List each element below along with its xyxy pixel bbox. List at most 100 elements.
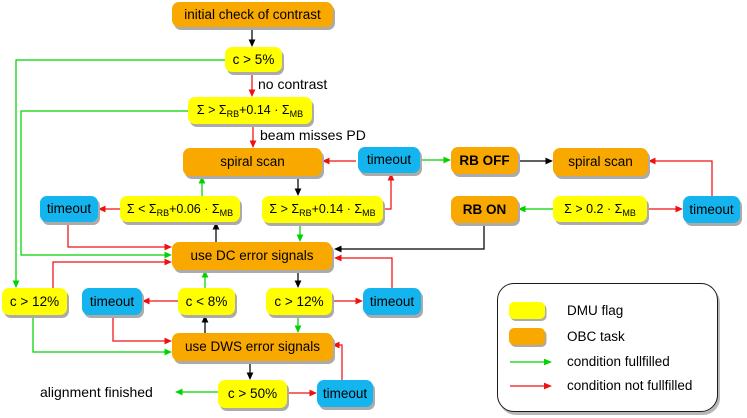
node-timeout-dc-right: timeout — [363, 288, 421, 315]
alignment-finished-label: alignment finished — [40, 384, 153, 400]
node-label-text: timeout — [89, 293, 135, 309]
edge-use-dws-to-c-lt-8 — [201, 315, 209, 333]
edge-timeout-spiral-2-to-spiral-2 — [648, 157, 713, 196]
node-label: Σ > 0.2 · ΣMB — [564, 201, 636, 218]
edge-sum-gt-rb014-a-to-spiral-1 — [249, 124, 257, 148]
edge-sum-lt-rb006-to-timeout-c-left — [98, 205, 120, 213]
edge-sum-gt-rb014-b-to-timeout-1 — [383, 173, 395, 210]
edge-sum-gt-02-to-rb-on — [518, 205, 553, 213]
arrowhead — [198, 176, 206, 184]
arrowhead — [309, 389, 317, 397]
node-label-text: Σ < Σ — [126, 201, 157, 216]
arrowhead — [648, 157, 656, 165]
arrowhead — [248, 39, 256, 47]
arrowhead — [164, 243, 172, 251]
node-rb-on: RB ON — [451, 196, 518, 223]
edge-use-dws-to-c-gt-50 — [246, 361, 254, 380]
node-timeout-dws-right: timeout — [317, 380, 373, 407]
edge-timeout-spiral-1-to-spiral-1 — [322, 157, 356, 165]
arrowhead — [201, 270, 209, 278]
node-use-dws: use DWS error signals — [172, 333, 333, 361]
arrowhead — [294, 325, 302, 333]
node-label-subscript: RB — [299, 208, 312, 219]
node-label-text: c > 50% — [227, 386, 278, 402]
legend-label: condition fullfilled — [567, 354, 670, 369]
no-contrast-label: no contrast — [258, 76, 328, 92]
node-label: timeout — [90, 295, 134, 309]
node-label-subscript: RB — [156, 207, 170, 218]
node-label: Σ < ΣRB+0.06 · ΣMB — [126, 201, 233, 218]
node-label-text: initial check of contrast — [184, 6, 321, 22]
node-initial-check: initial check of contrast — [172, 2, 333, 27]
edge-c-gt-12-right-to-use-dws — [294, 315, 302, 333]
edge-c-gt-12-left-to-use-dc — [52, 258, 172, 288]
arrowhead — [201, 315, 209, 323]
node-label-text: timeout — [366, 152, 412, 168]
arrowhead — [296, 234, 304, 242]
node-label: timeout — [47, 202, 91, 216]
node-timeout-spiral-1: timeout — [358, 147, 420, 173]
edge-spiral-1-to-sum-gt-rb014-b — [294, 176, 302, 196]
node-timeout-dws-left: timeout — [82, 288, 142, 315]
arrowhead — [334, 254, 342, 262]
edge-rb-on-to-use-dc — [334, 223, 485, 253]
node-label-text: RB OFF — [459, 152, 510, 168]
node-c-lt-8: c < 8% — [178, 288, 235, 315]
edge-c-gt-50-to-timeout-dws-right — [287, 389, 317, 397]
node-label-text: c > 12% — [9, 293, 60, 309]
node-sum-gt-rb014-b: Σ > ΣRB+0.14 · ΣMB — [262, 196, 383, 223]
edge-sum-gt-rb014-a-to-use-dc — [20, 110, 188, 259]
node-label: initial check of contrast — [184, 8, 321, 22]
node-spiral-scan-1: spiral scan — [183, 148, 322, 176]
node-timeout-spiral-2: timeout — [683, 196, 740, 223]
node-label-text: +0.14 · Σ — [311, 202, 363, 217]
node-label: timeout — [689, 203, 733, 217]
node-label-text: timeout — [322, 385, 368, 401]
edge-c-gt-12-left-to-use-dws — [32, 315, 172, 356]
edge-timeout-dws-left-to-use-dws — [112, 315, 172, 345]
node-label: c < 8% — [186, 295, 228, 309]
edge-sum-gt-rb014-b-to-use-dc — [296, 223, 304, 242]
node-label: c > 12% — [10, 295, 59, 309]
edge-timeout-dc-right-to-use-dc — [334, 254, 393, 288]
edge-c-gt-12-right-to-timeout — [332, 297, 363, 305]
edge-use-dc-to-c-gt-12-right — [294, 270, 302, 288]
arrowhead — [322, 157, 330, 165]
node-label: Σ > ΣRB+0.14 · ΣMB — [197, 103, 303, 119]
node-label: c > 50% — [228, 387, 277, 401]
beam-misses-pd-label: beam misses PD — [260, 127, 366, 143]
arrowhead — [248, 89, 256, 97]
legend-item: OBC task — [509, 328, 717, 345]
arrowhead — [443, 156, 451, 164]
node-use-dc: use DC error signals — [172, 242, 332, 270]
edge-timeout-dws-right-to-use-dws — [332, 341, 343, 380]
edge-c-gt-50-to-alignment-finished — [175, 388, 218, 396]
edge-initial-check-to-c-gt-5 — [248, 27, 256, 47]
edge-use-dc-to-sum-lt-rb006 — [212, 222, 220, 242]
arrowhead — [294, 188, 302, 196]
node-c-gt-12-right: c > 12% — [266, 288, 332, 315]
node-label-text: c > 5% — [232, 51, 275, 67]
arrowhead — [164, 337, 172, 345]
node-c-gt-5: c > 5% — [225, 47, 282, 72]
node-rb-off: RB OFF — [451, 147, 518, 174]
arrowhead — [334, 245, 342, 253]
node-sum-lt-rb006: Σ < ΣRB+0.06 · ΣMB — [120, 196, 240, 222]
node-label: timeout — [367, 153, 411, 167]
edge-c-gt-5-to-c-gt-12-left — [12, 59, 225, 288]
edge-sum-gt-02-to-timeout-spiral-2 — [647, 205, 683, 213]
legend-label: OBC task — [567, 329, 625, 344]
node-spiral-scan-2: spiral scan — [553, 148, 648, 176]
arrowhead — [212, 222, 220, 230]
node-label-text: timeout — [689, 201, 734, 217]
arrowhead — [332, 341, 340, 349]
node-label: spiral scan — [220, 155, 285, 169]
node-label-text: Σ > 0.2 · Σ — [564, 201, 623, 216]
node-label-text: +0.14 · Σ — [239, 103, 290, 118]
arrowhead — [355, 297, 363, 305]
edge-c-lt-8-to-timeout-dws-left — [142, 297, 178, 305]
node-label-subscript: MB — [362, 208, 376, 219]
arrowhead — [164, 348, 172, 356]
node-label: timeout — [370, 295, 414, 309]
